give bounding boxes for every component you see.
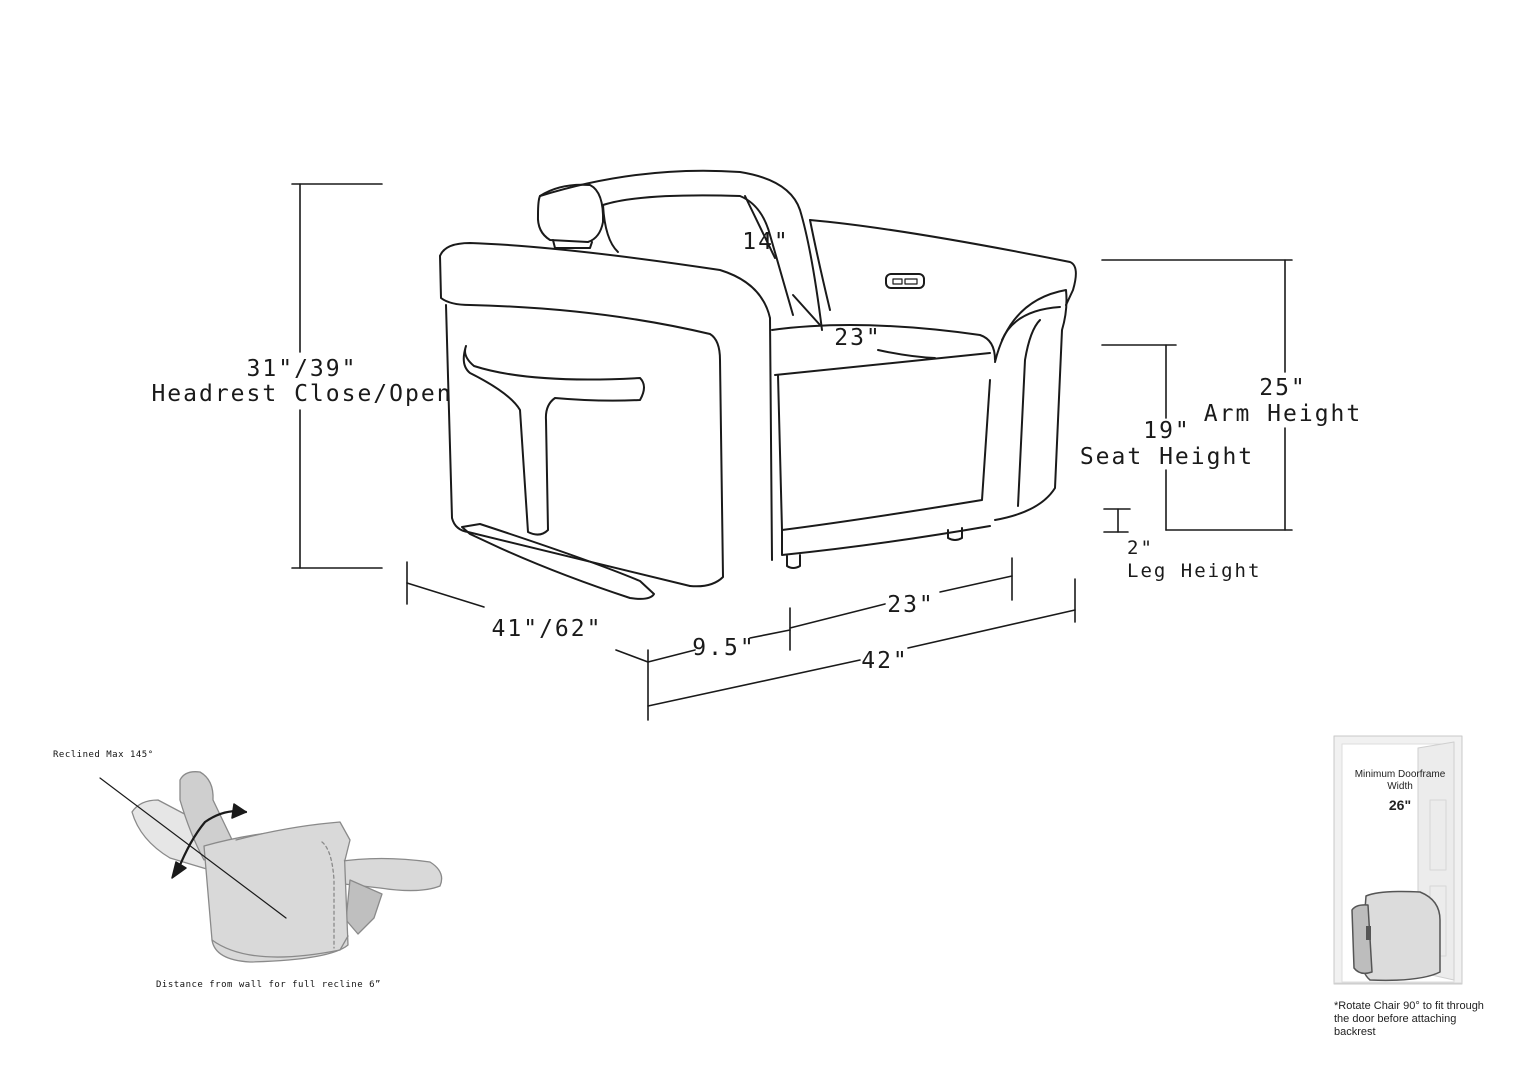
- headrest-height-label: Headrest Close/Open: [151, 381, 453, 407]
- headrest-depth-value: 14": [742, 229, 790, 255]
- leg-height-value: 2": [1127, 537, 1154, 559]
- depth-value: 41"/62": [491, 616, 603, 642]
- headrest-height-value: 31"/39": [246, 356, 358, 382]
- leg-height-label: Leg Height: [1127, 560, 1262, 582]
- control-panel: [885, 273, 925, 289]
- doorframe-width-value: 26": [1388, 797, 1412, 813]
- seat-width-value: 23": [887, 592, 935, 618]
- wall-distance-label: Distance from wall for full recline 6”: [156, 980, 381, 990]
- arm-width-value: 9.5": [692, 635, 756, 661]
- doorframe-title: Minimum Doorframe Width: [1354, 769, 1446, 792]
- chair-outline: [439, 169, 1077, 600]
- overall-width-value: 42": [861, 648, 909, 674]
- seat-height-value: 19": [1143, 418, 1191, 444]
- recline-max-label: Reclined Max 145°: [53, 750, 154, 760]
- arm-height-value: 25": [1259, 375, 1307, 401]
- arm-height-label: Arm Height: [1203, 401, 1363, 427]
- doorframe-illustration: [1333, 735, 1463, 985]
- recline-illustration: [99, 771, 443, 963]
- dimension-lines: [291, 183, 1293, 721]
- seat-height-label: Seat Height: [1079, 444, 1255, 470]
- headrest-depth-line: [744, 195, 776, 259]
- doorframe-note: *Rotate Chair 90° to fit through the doo…: [1334, 1000, 1484, 1038]
- seat-depth-value: 23": [834, 325, 882, 351]
